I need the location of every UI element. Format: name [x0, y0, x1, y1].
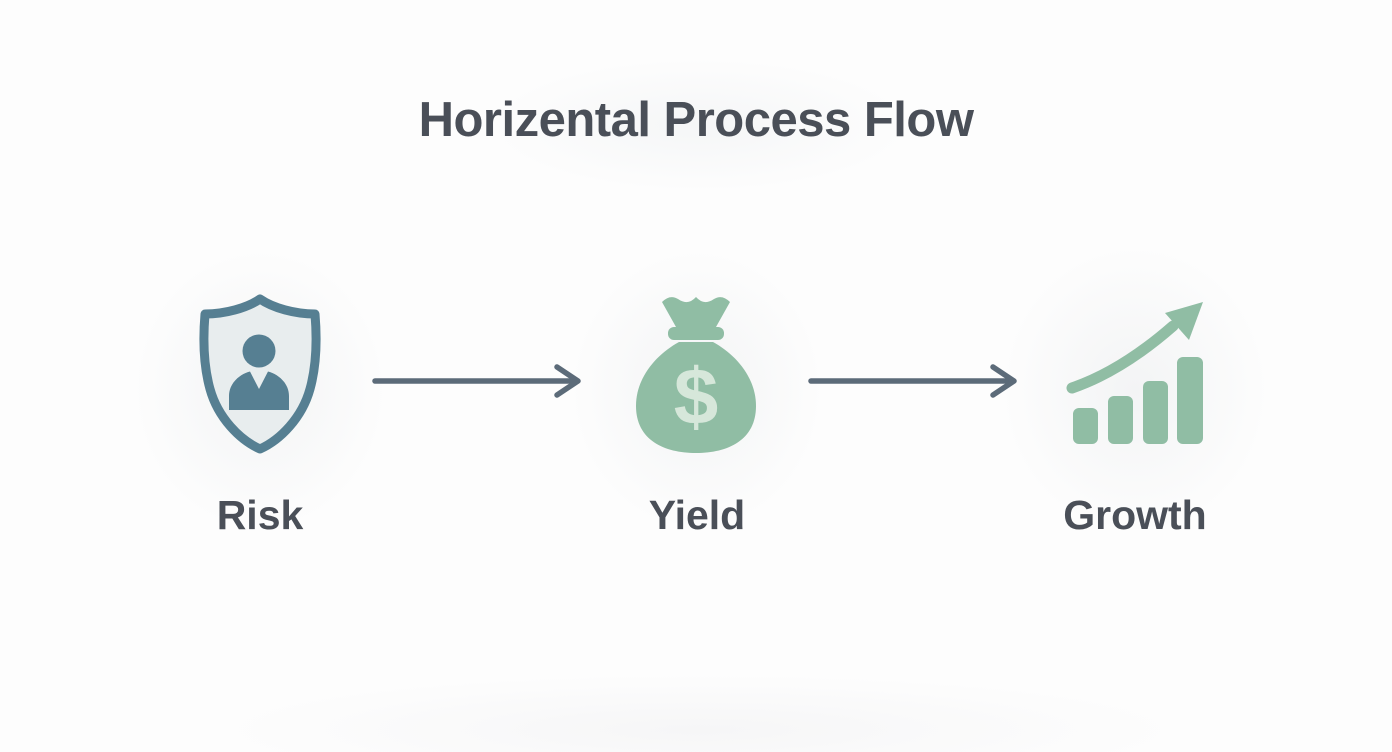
bar-4	[1177, 357, 1203, 444]
growth-chart-icon	[1066, 302, 1203, 444]
arrow-head	[554, 364, 581, 398]
flow-arrow-icon	[808, 364, 1017, 398]
node-label-growth: Growth	[1063, 492, 1207, 538]
bar-group	[1073, 357, 1203, 444]
dollar-symbol: $	[674, 352, 719, 441]
person-shoulders	[229, 371, 289, 410]
yield-icon-wrap: $	[632, 290, 762, 458]
shield-user-icon	[199, 294, 321, 454]
bar-2	[1108, 396, 1133, 444]
bag-body	[636, 342, 756, 453]
bar-3	[1143, 381, 1168, 444]
node-yield: $ Yield	[587, 290, 807, 539]
trend-curve	[1066, 320, 1179, 394]
growth-icon-wrap	[1065, 290, 1205, 458]
diagram-title: Horizental Process Flow	[418, 93, 974, 147]
trend-arrow-head	[1165, 302, 1203, 340]
node-label-risk: Risk	[216, 492, 304, 538]
node-risk: Risk	[150, 290, 370, 539]
person-head	[242, 334, 276, 368]
bag-knot	[662, 297, 730, 327]
node-label-yield: Yield	[648, 492, 746, 538]
shield-outline	[199, 294, 321, 454]
bag-neck	[668, 327, 724, 340]
bar-1	[1073, 408, 1098, 444]
node-growth: Growth	[1025, 290, 1245, 539]
flow-arrow-icon	[372, 364, 581, 398]
arrow-head	[990, 364, 1017, 398]
risk-icon-wrap	[195, 290, 325, 458]
money-bag-icon: $	[636, 297, 756, 453]
